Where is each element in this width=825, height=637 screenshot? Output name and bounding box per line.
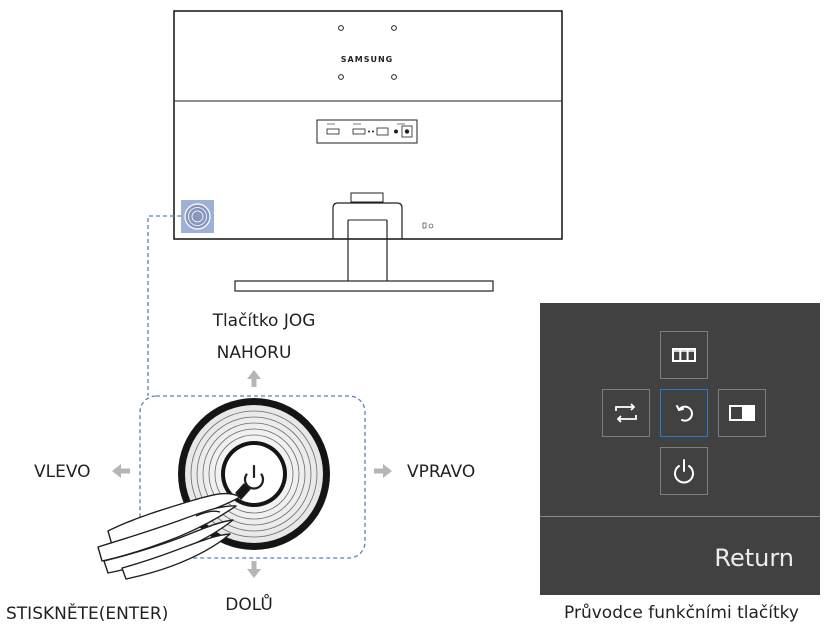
guide-pip-button[interactable] — [718, 389, 766, 437]
guide-return-label: Return — [714, 544, 794, 572]
guide-menu-button[interactable] — [660, 331, 708, 379]
function-key-guide: Return — [540, 303, 820, 595]
zoom-connector — [139, 215, 366, 559]
return-icon — [676, 405, 693, 422]
brand-logo: SAMSUNG — [341, 55, 393, 64]
jog-button-location — [181, 200, 214, 233]
arrow-down-icon — [247, 561, 261, 578]
monitor-stand — [234, 220, 494, 292]
direction-arrows — [112, 370, 392, 578]
arrow-left-icon — [112, 464, 130, 478]
monitor-back: SAMSUNG — [173, 10, 563, 240]
direction-down-label: DOLŮ — [225, 595, 273, 615]
menu-icon — [672, 348, 696, 362]
direction-up-label: NAHORU — [216, 343, 292, 363]
source-icon — [615, 403, 637, 423]
port-panel — [316, 119, 418, 144]
arrow-up-icon — [247, 370, 261, 387]
guide-source-button[interactable] — [602, 389, 650, 437]
direction-right-label: VPRAVO — [407, 462, 476, 482]
arrow-right-icon — [374, 464, 392, 478]
guide-power-button[interactable] — [660, 447, 708, 495]
power-icon — [243, 464, 265, 490]
jog-button-label: Tlačítko JOG — [212, 311, 316, 331]
direction-left-label: VLEVO — [34, 462, 91, 482]
press-enter-label: STISKNĚTE(ENTER) — [6, 604, 169, 624]
power-icon — [674, 459, 694, 484]
hand-illustration — [97, 483, 251, 580]
pip-icon — [729, 405, 755, 421]
guide-caption: Průvodce funkčními tlačítky — [564, 603, 799, 623]
guide-return-button[interactable] — [660, 389, 708, 437]
guide-divider — [540, 516, 820, 517]
